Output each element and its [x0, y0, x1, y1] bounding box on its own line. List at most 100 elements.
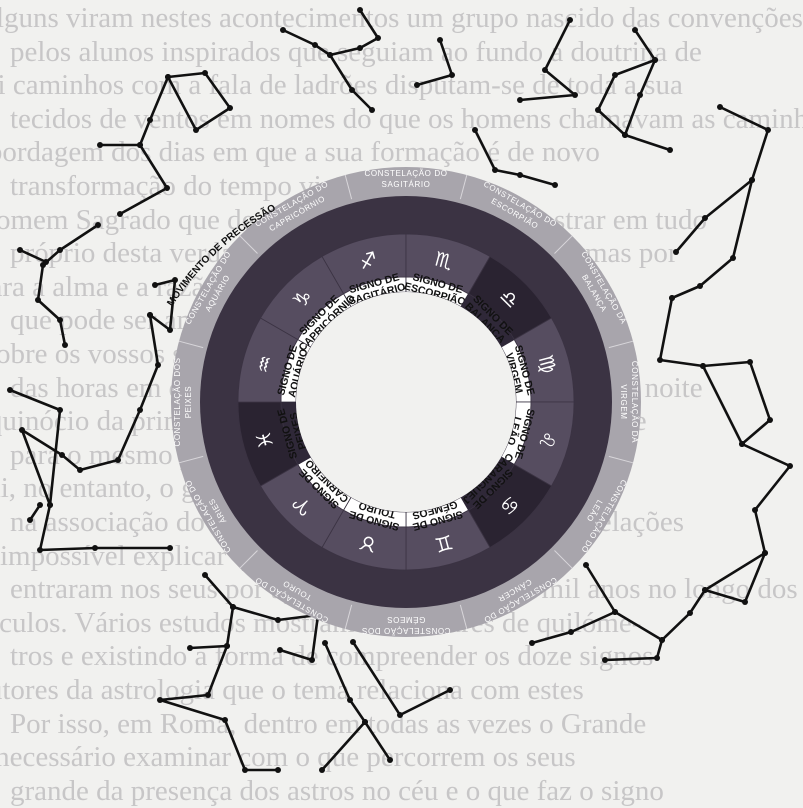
star-dot — [157, 697, 163, 703]
star-dot — [19, 427, 25, 433]
star-dot — [572, 92, 578, 98]
star-dot — [492, 167, 498, 173]
star-dot — [117, 211, 123, 217]
star-dot — [35, 297, 41, 303]
star-dot — [230, 604, 236, 610]
star-dot — [242, 767, 248, 773]
star-dot — [702, 215, 708, 221]
star-dot — [275, 617, 281, 623]
star-dot — [437, 37, 443, 43]
star-dot — [47, 502, 53, 508]
star-dot — [167, 545, 173, 551]
star-dot — [92, 545, 98, 551]
star-dot — [193, 127, 199, 133]
star-dot — [222, 717, 228, 723]
constellation-label: GÉMEOS — [387, 615, 426, 624]
zodiac-wheel: ♐SIGNO DESAGITÁRIO♏SIGNO DEESCORPIÃO♎SIG… — [171, 167, 641, 637]
star-dot — [312, 42, 318, 48]
star-dot — [322, 640, 328, 646]
star-dot — [517, 172, 523, 178]
star-dot — [27, 517, 33, 523]
star-dot — [602, 657, 608, 663]
star-dot — [765, 127, 771, 133]
constellation-label: CONSTELAÇÃO DOS — [173, 357, 182, 446]
star-dot — [659, 637, 665, 643]
constellation-line — [10, 390, 60, 505]
star-dot — [637, 92, 643, 98]
star-dot — [397, 712, 403, 718]
star-dot — [542, 67, 548, 73]
star-dot — [529, 640, 535, 646]
constellation-line — [672, 180, 752, 298]
star-dot — [568, 629, 574, 635]
star-dot — [583, 562, 589, 568]
constellation-line — [586, 565, 615, 612]
constellation-line — [520, 20, 575, 100]
star-dot — [767, 417, 773, 423]
constellation-line — [190, 607, 318, 660]
star-dot — [137, 407, 143, 413]
star-dot — [449, 72, 455, 78]
star-dot — [697, 283, 703, 289]
constellation-line — [22, 315, 170, 550]
constellation-line — [160, 646, 278, 770]
star-dot — [277, 647, 283, 653]
constellation-label: PEIXES — [184, 386, 193, 419]
constellation-line — [660, 298, 790, 553]
star-dot — [57, 247, 63, 253]
star-dot — [62, 342, 68, 348]
star-dot — [739, 441, 745, 447]
star-dot — [657, 357, 663, 363]
star-dot — [37, 502, 43, 508]
star-dot — [622, 132, 628, 138]
star-dot — [95, 222, 101, 228]
star-dot — [147, 117, 153, 123]
star-dot — [687, 610, 693, 616]
star-dot — [319, 767, 325, 773]
star-dot — [700, 363, 706, 369]
star-dot — [164, 185, 170, 191]
constellation-line — [365, 722, 390, 760]
star-dot — [749, 177, 755, 183]
star-dot — [673, 249, 679, 255]
center-disc — [296, 292, 516, 512]
star-dot — [369, 107, 375, 113]
star-dot — [205, 692, 211, 698]
constellation-line — [120, 73, 230, 214]
constellation-label: CONSTELAÇÃO DO — [364, 169, 447, 178]
star-dot — [172, 277, 178, 283]
star-dot — [747, 359, 753, 365]
constellation-line — [532, 612, 662, 660]
star-dot — [17, 247, 23, 253]
star-dot — [762, 550, 768, 556]
constellation-label: CONSTELAÇÃO DOS — [361, 626, 450, 635]
star-dot — [552, 182, 558, 188]
star-dot — [612, 609, 618, 615]
constellation-line — [330, 55, 372, 110]
star-dot — [362, 719, 368, 725]
star-dot — [612, 72, 618, 78]
star-dot — [730, 255, 736, 261]
star-dot — [667, 147, 673, 153]
star-dot — [115, 457, 121, 463]
star-dot — [595, 107, 601, 113]
star-dot — [652, 57, 658, 63]
constellation-line — [720, 107, 768, 180]
star-dot — [97, 142, 103, 148]
star-dot — [147, 312, 153, 318]
star-dot — [567, 17, 573, 23]
star-dot — [702, 587, 708, 593]
star-dot — [59, 452, 65, 458]
constellation-line — [353, 642, 450, 715]
star-dot — [77, 467, 83, 473]
star-dot — [167, 327, 173, 333]
star-dot — [37, 547, 43, 553]
star-dot — [187, 645, 193, 651]
star-dot — [742, 599, 748, 605]
star-dot — [202, 572, 208, 578]
star-dot — [375, 35, 381, 41]
star-dot — [669, 295, 675, 301]
constellation-label: CONSTELAÇÃO DA — [630, 361, 639, 443]
constellation-line — [662, 553, 765, 640]
